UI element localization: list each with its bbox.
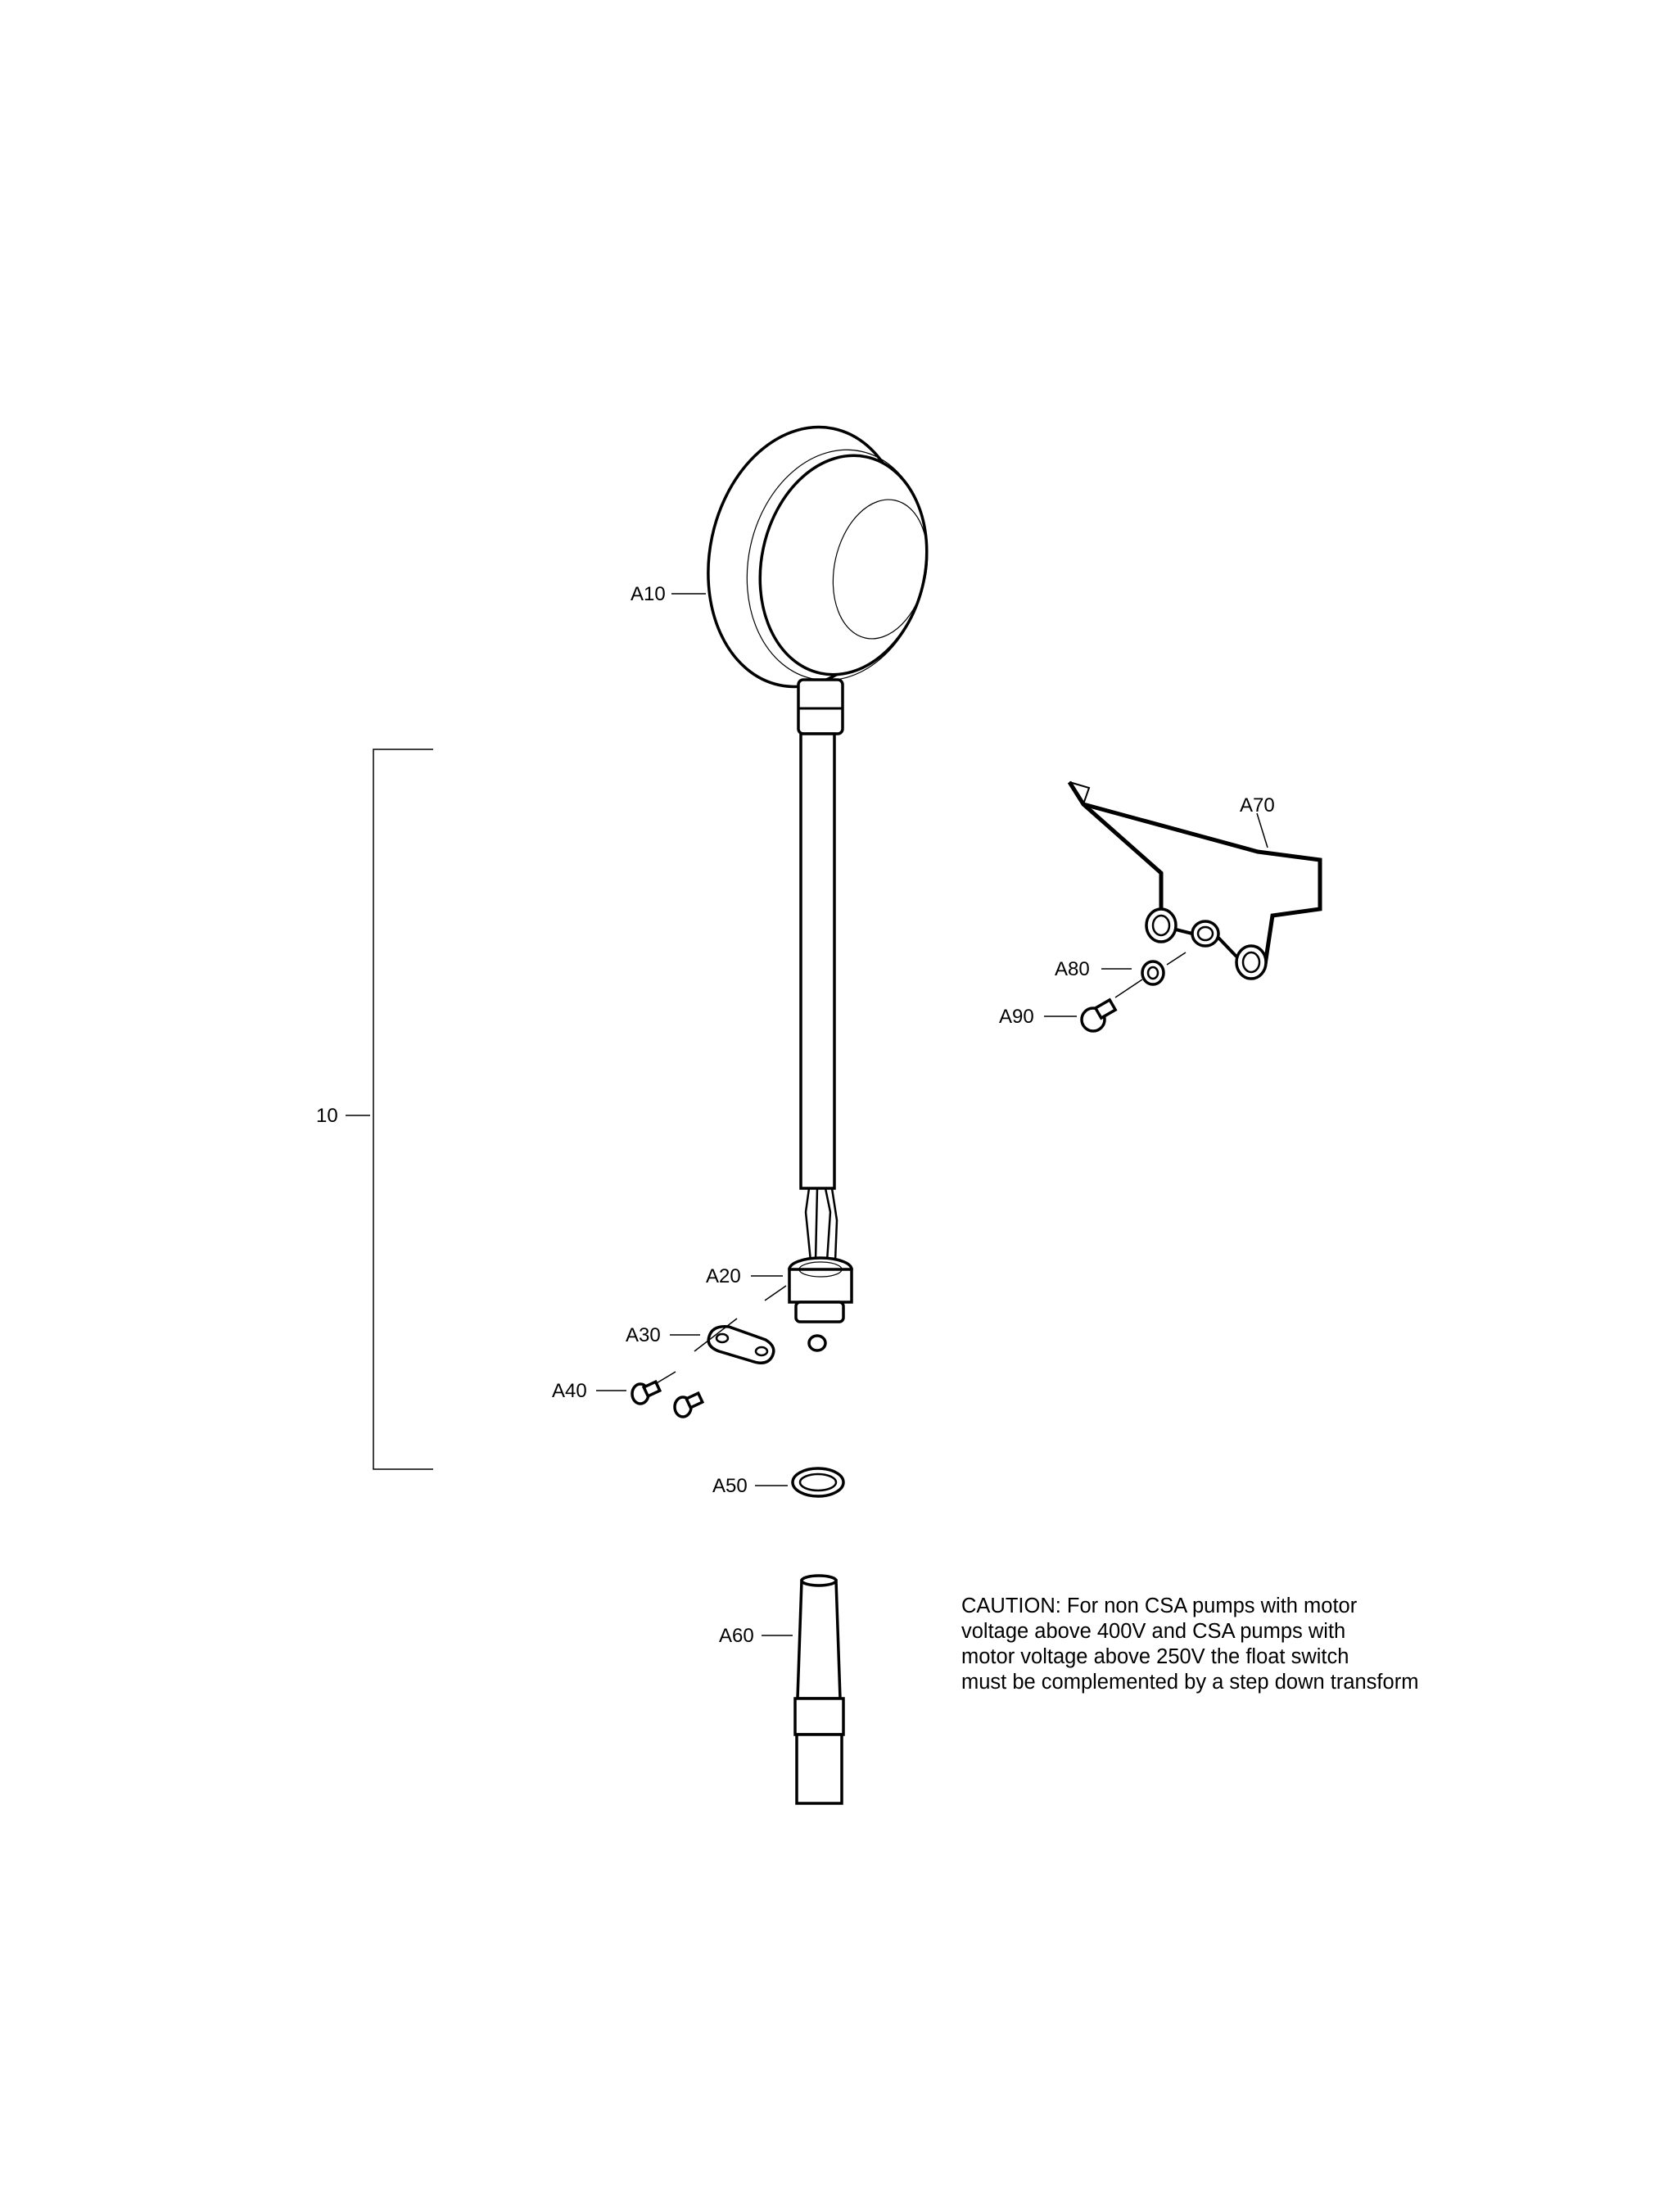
cable <box>799 732 838 1262</box>
label-a20: A20 <box>706 1265 741 1287</box>
bolt-a90: A90 <box>999 979 1143 1033</box>
label-a80: A80 <box>1055 958 1090 980</box>
caution-line: CAUTION: For non CSA pumps with motor <box>961 1595 1358 1617</box>
label-a50: A50 <box>712 1475 748 1497</box>
pipe-a60: A60 <box>719 1574 845 1805</box>
caution-line: voltage above 400V and CSA pumps with <box>961 1620 1346 1643</box>
clamp-a30: A30 <box>626 1318 775 1364</box>
washer-a80: A80 <box>1055 952 1187 986</box>
label-a40: A40 <box>552 1380 587 1402</box>
label-a10: A10 <box>631 583 666 605</box>
float-ball-a10: A10 <box>631 425 929 735</box>
screws-a40: A40 <box>552 1371 705 1418</box>
label-a70: A70 <box>1240 794 1275 816</box>
o-ring-a50: A50 <box>712 1467 845 1498</box>
caution-line: motor voltage above 250V the float switc… <box>961 1645 1349 1668</box>
caution-line: must be complemented by a step down tran… <box>961 1671 1419 1694</box>
cable-gland-a20: A20 <box>706 1256 853 1352</box>
label-a60: A60 <box>719 1625 754 1647</box>
label-a90: A90 <box>999 1006 1034 1028</box>
assembly-bracket: 10 <box>316 749 433 1470</box>
label-10: 10 <box>316 1105 338 1127</box>
spring-coil-icon <box>1145 907 1268 980</box>
bracket-a70: A70 <box>1067 780 1322 980</box>
caution-note: CAUTION: For non CSA pumps with motor vo… <box>961 1594 1418 1695</box>
label-a30: A30 <box>626 1324 661 1346</box>
